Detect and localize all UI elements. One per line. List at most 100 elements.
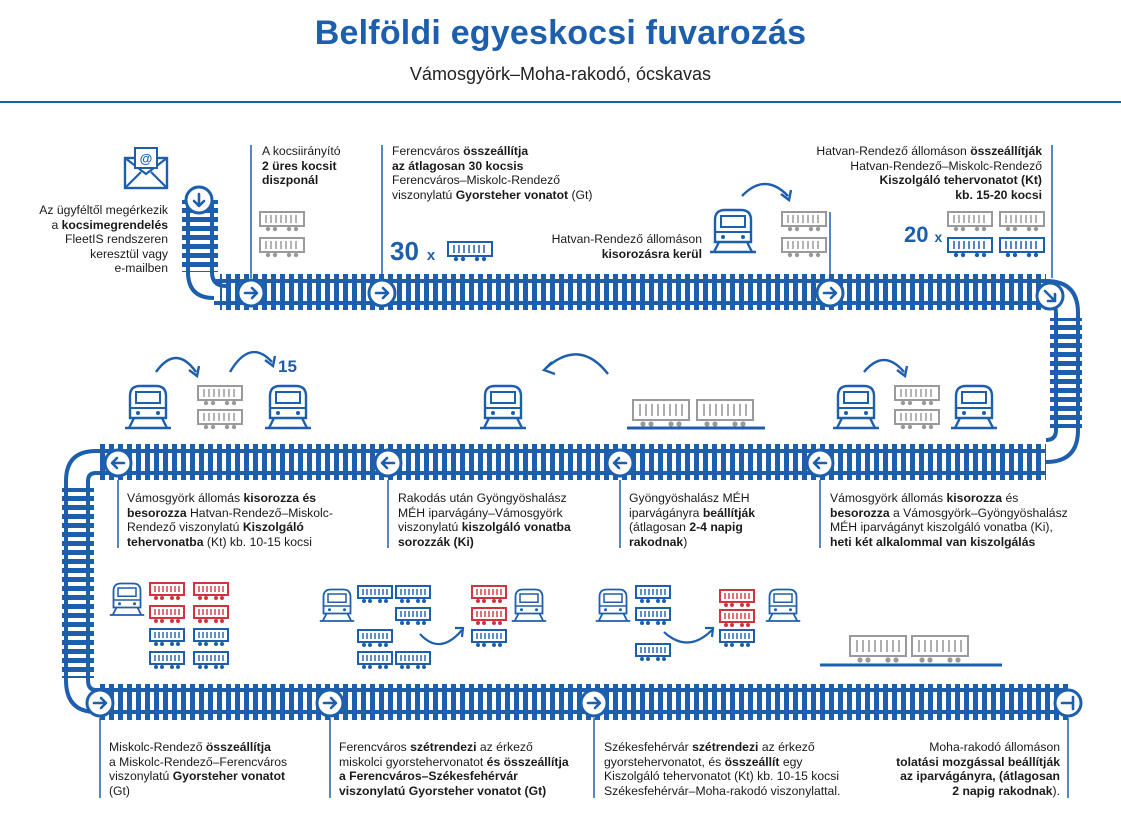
step-9-text: Vámosgyörk állomás kisorozza és besorozz… — [127, 491, 333, 549]
step-12-arrow-icon — [579, 688, 609, 718]
wagon-icon — [357, 585, 393, 604]
empty-wagon-icon — [197, 409, 243, 431]
wagon-icon — [395, 607, 431, 626]
locomotive-icon — [478, 384, 528, 430]
step-1-text: Az ügyféltől megérkezik a kocsimegrendel… — [39, 203, 168, 276]
wagon-icon — [635, 607, 671, 626]
step-9-arrow-icon — [103, 448, 133, 478]
step-6-arrow-icon — [805, 448, 835, 478]
page-subtitle: Vámosgyörk–Moha-rakodó, ócskavas — [409, 64, 712, 84]
wagon-icon — [999, 237, 1045, 259]
email-envelope-icon: @ — [123, 147, 169, 190]
step-8-text: Rakodás után Gyöngyöshalász MÉH iparvágá… — [398, 491, 571, 549]
step-3-text: Ferencváros összeállítja az átlagosan 30… — [392, 144, 593, 202]
shunting-arrowhead-icon — [264, 355, 277, 369]
loaded-wagon-icon — [911, 635, 969, 664]
step-11-text: Ferencváros szétrendezi az érkező miskol… — [339, 740, 569, 798]
locomotive-icon — [708, 208, 758, 254]
red-wagon-icon — [471, 585, 507, 604]
step-6-text: Vámosgyörk állomás kisorozza és besorozz… — [830, 491, 1068, 549]
locomotive-icon — [949, 384, 999, 430]
header-divider — [0, 101, 1121, 103]
empty-wagon-icon — [781, 237, 827, 259]
shunting-arrowhead-icon — [188, 365, 201, 379]
page-title: Belföldi egyeskocsi fuvarozás — [314, 14, 807, 52]
empty-wagon-icon — [894, 409, 940, 431]
shunting-arrowhead-icon — [780, 189, 793, 203]
wagon-icon — [395, 651, 431, 670]
step-7-arrow-icon — [605, 448, 635, 478]
red-wagon-icon — [149, 605, 185, 624]
return-arrowhead-icon — [541, 361, 556, 376]
wagon-icon — [719, 629, 755, 648]
wagon-icon — [357, 651, 393, 670]
shunting-arrowhead-icon — [705, 626, 715, 638]
wagon-icon — [447, 241, 493, 263]
locomotive-icon — [318, 588, 356, 622]
wagon-icon — [193, 651, 229, 670]
wagon-icon — [149, 628, 185, 647]
step-10-text: Miskolc-Rendező összeállítja a Miskolc-R… — [109, 740, 288, 798]
wagon-icon — [357, 629, 393, 648]
empty-wagon-icon — [259, 237, 305, 259]
step-11-arrow-icon — [315, 688, 345, 718]
shunting-arrowhead-icon — [455, 626, 465, 638]
empty-wagon-icon — [197, 385, 243, 407]
shunting-arrow-icon — [228, 350, 273, 373]
shunting-arrow-icon — [741, 182, 789, 197]
shunting-arrow-icon — [155, 356, 197, 373]
empty-wagon-icon — [781, 211, 827, 233]
step-4-text: Hatvan-Rendező állomáson kisorozásra ker… — [551, 232, 702, 261]
red-wagon-icon — [193, 605, 229, 624]
svg-text:@: @ — [140, 151, 153, 166]
loaded-wagon-icon — [849, 635, 907, 664]
step-4-arrow-icon — [815, 278, 845, 308]
wagon-icon — [149, 651, 185, 670]
locomotive-icon — [108, 582, 146, 616]
red-wagon-icon — [193, 582, 229, 601]
step-7-text: Gyöngyöshalász MÉH iparvágányra beállítj… — [629, 491, 756, 549]
return-arrow-icon — [545, 353, 609, 375]
wagon-icon — [635, 585, 671, 604]
locomotive-icon — [510, 588, 548, 622]
red-wagon-icon — [719, 609, 755, 628]
red-wagon-icon — [719, 589, 755, 608]
red-wagon-icon — [471, 607, 507, 626]
step-8-arrow-icon — [373, 448, 403, 478]
step-5-text: Hatvan-Rendező állomáson összeállítják H… — [816, 144, 1042, 202]
wagon-icon — [193, 628, 229, 647]
step-3-arrow-icon — [367, 278, 397, 308]
shunting-arrow-icon — [419, 629, 463, 646]
step-1-arrow-icon — [184, 185, 214, 215]
step-10-arrow-icon — [85, 688, 115, 718]
shunting-arrowhead-icon — [896, 365, 909, 379]
empty-wagon-icon — [999, 211, 1045, 233]
locomotive-icon — [123, 384, 173, 430]
shunting-arrow-icon — [663, 629, 713, 644]
locomotive-icon — [594, 588, 632, 622]
empty-wagon-icon — [259, 211, 305, 233]
wagon-icon — [471, 629, 507, 648]
step-5-arrow-icon — [1035, 281, 1065, 311]
loaded-wagon-icon — [632, 399, 690, 428]
step-2-arrow-icon — [236, 278, 266, 308]
locomotive-icon — [263, 384, 313, 430]
shunting-arrow-icon — [863, 358, 905, 373]
wagon-icon — [635, 643, 671, 662]
step-12-text: Székesfehérvár szétrendezi az érkező gyo… — [604, 740, 841, 798]
red-wagon-icon — [149, 582, 185, 601]
locomotive-icon — [831, 384, 881, 430]
wagon-icon — [395, 585, 431, 604]
end-stop-icon — [1053, 688, 1083, 718]
loaded-wagon-icon — [696, 399, 754, 428]
wagon-icon — [947, 237, 993, 259]
step-connector-lines — [99, 145, 1069, 798]
step-2-text: A kocsiirányító 2 üres kocsit diszponál — [262, 144, 341, 188]
empty-wagon-icon — [947, 211, 993, 233]
step-13-text: Moha-rakodó állomáson tolatási mozgással… — [896, 740, 1060, 798]
wagon-count-15: 15 — [278, 357, 297, 376]
locomotive-icon — [764, 588, 802, 622]
